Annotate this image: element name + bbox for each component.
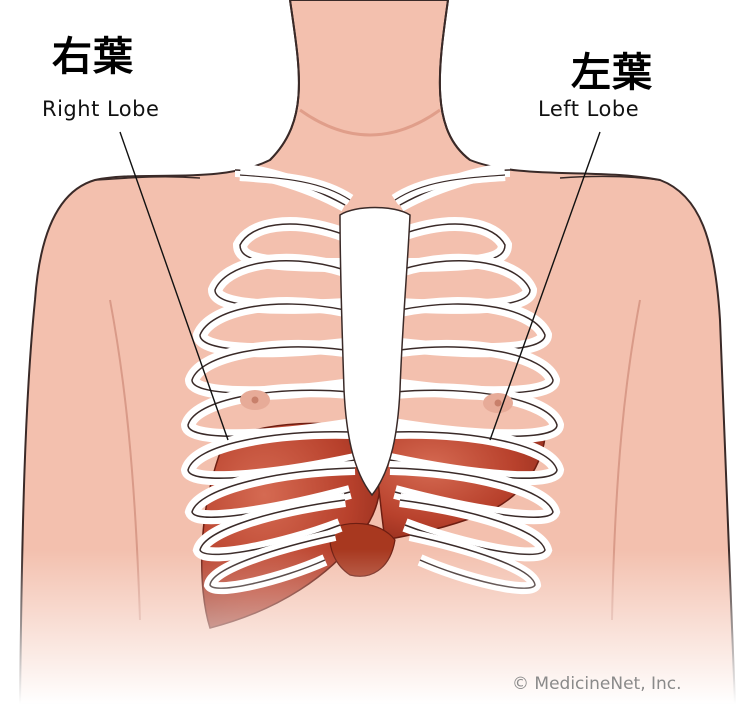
copyright-credit: © MedicineNet, Inc. [512, 674, 682, 694]
right-lobe-label: Right Lobe [42, 97, 159, 121]
left-lobe-label-cjk: 左葉 [571, 40, 653, 98]
right-lobe-label-cjk: 右葉 [52, 24, 134, 82]
left-lobe-label: Left Lobe [538, 97, 639, 121]
